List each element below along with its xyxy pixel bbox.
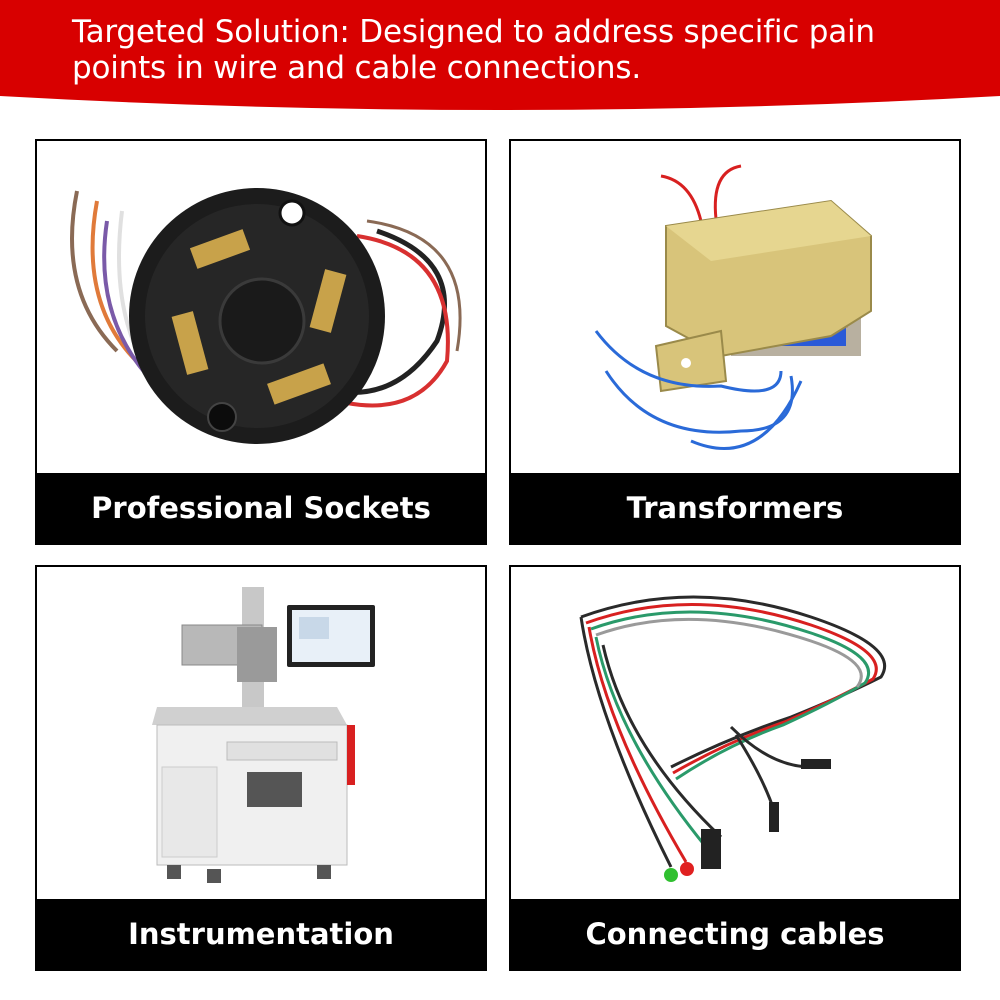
card-instrumentation: Instrumentation xyxy=(35,565,487,971)
card-caption: Professional Sockets xyxy=(37,473,485,543)
header-banner: Targeted Solution: Designed to address s… xyxy=(0,0,1000,112)
laser-machine-photo-icon xyxy=(37,567,485,901)
card-professional-sockets: Professional Sockets xyxy=(35,139,487,545)
cable-photo-icon xyxy=(511,567,959,901)
banner-headline: Targeted Solution: Designed to address s… xyxy=(72,14,875,86)
card-caption: Transformers xyxy=(511,473,959,543)
socket-photo-icon xyxy=(37,141,485,475)
transformer-photo-icon xyxy=(511,141,959,475)
card-transformers: Transformers xyxy=(509,139,961,545)
card-caption: Instrumentation xyxy=(37,899,485,969)
card-connecting-cables: Connecting cables xyxy=(509,565,961,971)
banner-shape xyxy=(0,0,1000,110)
card-caption: Connecting cables xyxy=(511,899,959,969)
